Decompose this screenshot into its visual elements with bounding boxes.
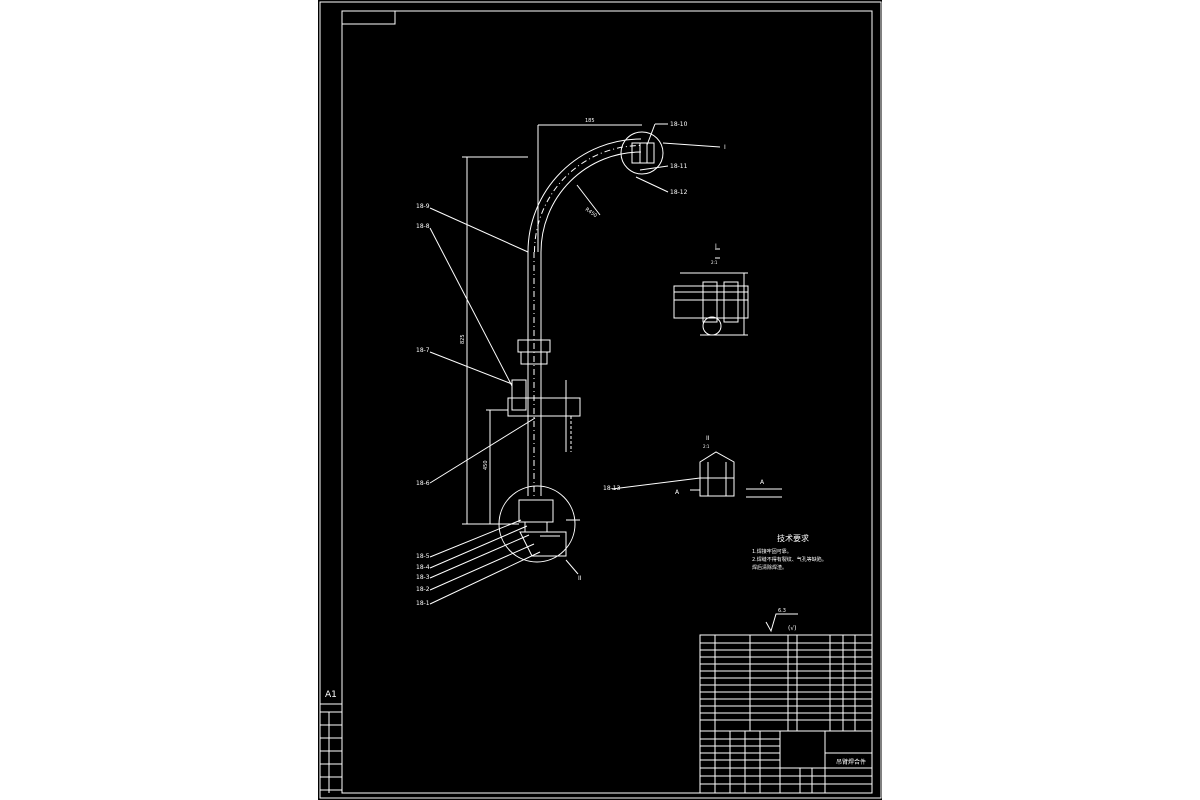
detail-II-label: II [706, 435, 710, 442]
notes-line-3: 焊后清除焊渣。 [752, 564, 787, 571]
top-end-fitting [620, 131, 664, 175]
detail-view-II [690, 451, 782, 498]
surface-finish-suffix: (√) [788, 625, 797, 632]
callout-18-13: 18-13 [603, 485, 621, 492]
dim-top-width: 185 [585, 118, 595, 124]
parts-list-grid [699, 634, 873, 732]
dim-lower-height: 450 [483, 460, 489, 470]
notes-line-2: 2.焊缝不得有裂纹、气孔等缺陷。 [752, 556, 827, 563]
title-block-grid [699, 730, 873, 794]
notes-title: 技术要求 [777, 533, 809, 543]
mid-clamp [507, 339, 581, 452]
main-pipe [527, 138, 642, 496]
callout-18-7: 18-7 [416, 347, 430, 354]
section-A-arrow-label: A [675, 489, 680, 496]
callout-18-11: 18-11 [670, 163, 688, 170]
leader-lines [429, 123, 721, 605]
format-label-a1: A1 [325, 690, 337, 700]
corner-code-box [341, 10, 396, 25]
callout-detail-II-marker: II [578, 575, 582, 582]
dim-overall-height: 825 [460, 334, 466, 344]
detail-II-scale: 2:1 [703, 444, 710, 449]
binding-strip-table [320, 703, 342, 793]
callout-18-3: 18-3 [416, 574, 430, 581]
callout-18-2: 18-2 [416, 586, 430, 593]
callout-18-10: 18-10 [670, 121, 688, 128]
surface-finish-value: 6.3 [778, 608, 786, 614]
inner-frame [341, 10, 873, 794]
callout-18-9: 18-9 [416, 203, 430, 210]
detail-I-scale: 2:1 [711, 260, 718, 265]
callout-18-8: 18-8 [416, 223, 430, 230]
outer-frame [319, 1, 882, 799]
callout-18-12: 18-12 [670, 189, 688, 196]
callout-detail-I-marker: I [724, 144, 726, 151]
detail-view-I [673, 248, 749, 336]
callout-18-4: 18-4 [416, 564, 430, 571]
section-A-label: A [760, 479, 765, 486]
notes-line-1: 1.焊接牢固可靠。 [752, 548, 792, 555]
callout-18-1: 18-1 [416, 600, 430, 607]
surface-finish-symbol [765, 613, 798, 633]
dimension-lines [462, 124, 642, 525]
drawing-name: 吊臂焊合件 [836, 758, 866, 766]
detail-I-label: I [715, 243, 717, 250]
callout-18-5: 18-5 [416, 553, 430, 560]
callout-18-6: 18-6 [416, 480, 430, 487]
